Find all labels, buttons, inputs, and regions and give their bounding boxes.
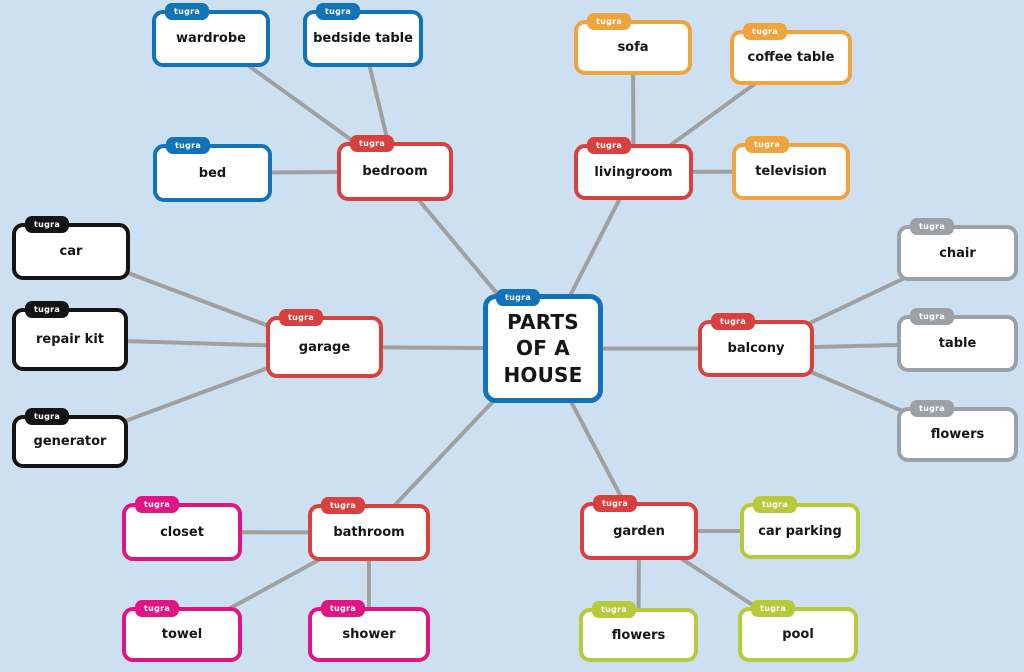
node-car-parking[interactable]: tugra car parking xyxy=(740,496,860,559)
node-label: closet xyxy=(160,524,204,540)
node-label: garage xyxy=(298,339,351,355)
node-label: livingroom xyxy=(594,164,673,180)
node-coffee-table[interactable]: tugra coffee table xyxy=(730,23,852,85)
node-tag: tugra xyxy=(910,400,955,417)
node-label: generator xyxy=(33,434,107,449)
node-shower[interactable]: tugra shower xyxy=(308,600,430,662)
node-tag: tugra xyxy=(587,137,632,154)
node-tag: tugra xyxy=(135,496,180,513)
node-label: bathroom xyxy=(333,525,405,540)
node-tag: tugra xyxy=(165,3,210,20)
node-label: balcony xyxy=(727,341,785,356)
node-label: towel xyxy=(161,627,203,642)
node-tag: tugra xyxy=(166,137,211,154)
node-balcony[interactable]: tugra balcony xyxy=(698,313,814,377)
node-tag: tugra xyxy=(743,23,788,40)
node-label: car parking xyxy=(758,523,842,539)
node-bedside-table[interactable]: tugra bedside table xyxy=(303,3,423,67)
node-table[interactable]: tugra table xyxy=(897,308,1018,372)
node-label: car xyxy=(59,244,83,259)
node-towel[interactable]: tugra towel xyxy=(122,600,242,662)
node-tag: tugra xyxy=(321,497,366,514)
node-label: garden xyxy=(613,523,665,539)
node-tag: tugra xyxy=(910,308,955,325)
node-garage[interactable]: tugra garage xyxy=(266,309,383,378)
node-label: sofa xyxy=(617,40,649,55)
node-television[interactable]: tugra television xyxy=(732,136,850,200)
node-sofa[interactable]: tugra sofa xyxy=(574,13,692,75)
node-flowers-balcony[interactable]: tugra flowers xyxy=(897,400,1018,462)
node-label: flowers xyxy=(611,627,666,643)
node-label: PARTS OF A HOUSE xyxy=(503,309,583,387)
node-label: television xyxy=(755,164,827,179)
node-tag: tugra xyxy=(587,13,632,30)
node-bed[interactable]: tugra bed xyxy=(153,137,272,202)
node-label: repair kit xyxy=(35,332,104,347)
node-label: bed xyxy=(198,165,227,181)
node-tag: tugra xyxy=(753,496,798,513)
node-tag: tugra xyxy=(745,136,790,153)
node-tag: tugra xyxy=(711,313,756,330)
node-tag: tugra xyxy=(321,600,366,617)
node-tag: tugra xyxy=(593,495,638,512)
node-pool[interactable]: tugra pool xyxy=(738,600,858,662)
node-bedroom[interactable]: tugra bedroom xyxy=(337,135,453,201)
node-tag: tugra xyxy=(751,600,796,617)
node-repair-kit[interactable]: tugra repair kit xyxy=(12,301,128,371)
node-tag: tugra xyxy=(135,600,180,617)
node-label: table xyxy=(938,336,977,351)
node-generator[interactable]: tugra generator xyxy=(12,408,128,468)
node-flowers-garden[interactable]: tugra flowers xyxy=(579,601,698,662)
node-bathroom[interactable]: tugra bathroom xyxy=(308,497,430,561)
node-wardrobe[interactable]: tugra wardrobe xyxy=(152,3,270,67)
node-label: wardrobe xyxy=(176,31,246,46)
node-tag: tugra xyxy=(316,3,361,20)
node-tag: tugra xyxy=(910,218,955,235)
node-livingroom[interactable]: tugra livingroom xyxy=(574,137,693,200)
node-label: shower xyxy=(342,627,396,642)
node-tag: tugra xyxy=(350,135,395,152)
node-tag: tugra xyxy=(592,601,637,618)
node-tag: tugra xyxy=(279,309,324,326)
node-label: bedside table xyxy=(313,31,413,46)
node-label: coffee table xyxy=(747,50,835,65)
node-label: flowers xyxy=(930,427,985,442)
node-closet[interactable]: tugra closet xyxy=(122,496,242,561)
node-label: chair xyxy=(939,245,976,261)
node-tag: tugra xyxy=(25,408,70,425)
node-chair[interactable]: tugra chair xyxy=(897,218,1018,281)
node-tag: tugra xyxy=(25,216,70,233)
node-label: pool xyxy=(782,627,814,642)
node-garden[interactable]: tugra garden xyxy=(580,495,698,560)
node-label: bedroom xyxy=(362,164,428,179)
node-tag: tugra xyxy=(25,301,70,318)
node-tag: tugra xyxy=(496,289,541,306)
node-car[interactable]: tugra car xyxy=(12,216,130,280)
